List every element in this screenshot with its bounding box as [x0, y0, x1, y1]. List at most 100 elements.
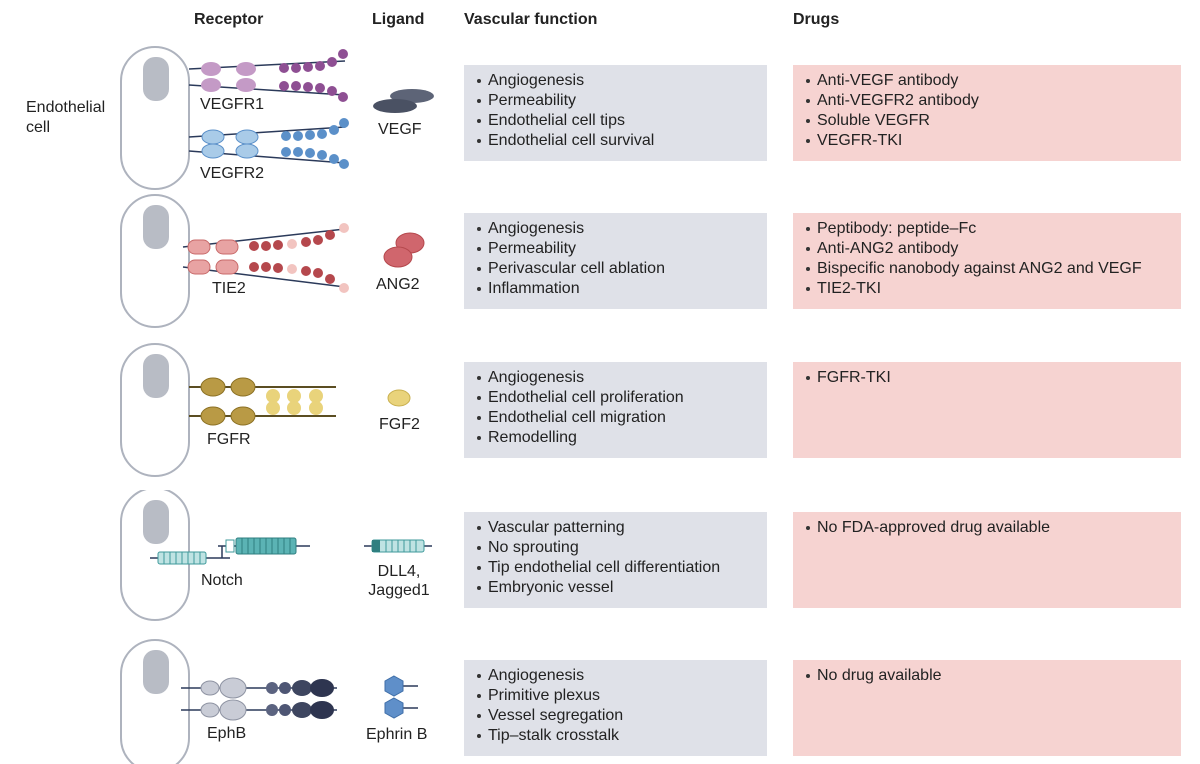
drug-box: No drug available [793, 660, 1181, 756]
function-item: Tip endothelial cell differentiation [476, 558, 757, 578]
drug-item: Anti-ANG2 antibody [805, 239, 1173, 259]
receptor-label-notch: Notch [201, 572, 243, 589]
vegfr1-domain [236, 78, 256, 92]
function-item: Angiogenesis [476, 219, 757, 239]
cell-nucleus [143, 205, 169, 249]
function-item: Endothelial cell migration [476, 408, 757, 428]
header-ligand: Ligand [372, 11, 425, 28]
vegfr2-domain [235, 143, 259, 159]
function-item: Inflammation [476, 279, 757, 299]
drug-item: No FDA-approved drug available [805, 518, 1173, 538]
header-vascular-function: Vascular function [464, 11, 598, 28]
drug-item: Anti-VEGF antibody [805, 71, 1173, 91]
vegf-ligand-shape [373, 99, 417, 113]
ligand-label-vegf: VEGF [378, 121, 422, 138]
function-item: Permeability [476, 239, 757, 259]
fgf2-ligand-shape [387, 389, 411, 407]
drug-item: No drug available [805, 666, 1173, 686]
tie2-domain [215, 239, 239, 255]
function-box: Vascular patterning No sprouting Tip end… [464, 512, 767, 608]
endothelial-cell-shape [120, 639, 190, 764]
cell-nucleus [143, 57, 169, 101]
row-fgfr: FGFR FGF2 Angiogenesis Endothelial cell … [0, 342, 1200, 492]
function-item: Angiogenesis [476, 666, 757, 686]
vegfr1-domain [236, 62, 256, 76]
notch-illustration [120, 490, 432, 621]
ligand-label-line: Jagged1 [368, 582, 430, 599]
function-item: Embryonic vessel [476, 578, 757, 598]
drug-item: FGFR-TKI [805, 368, 1173, 388]
endothelial-cell-shape [120, 46, 190, 190]
function-item: No sprouting [476, 538, 757, 558]
tie2-domain [187, 239, 211, 255]
ephb-domain [219, 677, 247, 699]
receptor-label-vegfr1: VEGFR1 [200, 96, 265, 113]
receptor-label-vegfr2: VEGFR2 [200, 165, 265, 182]
endothelial-cell-label: Endothelial cell [26, 99, 106, 136]
tie2-domain [215, 259, 239, 275]
function-item: Perivascular cell ablation [476, 259, 757, 279]
row-tie2: TIE2 ANG2 Angiogenesis Permeability Peri… [0, 193, 1200, 343]
receptor-label-tie2: TIE2 [212, 280, 246, 297]
ligand-label-ephrin-b: Ephrin B [366, 726, 428, 743]
notch-domain [225, 539, 235, 553]
vegfr1-domain [201, 78, 221, 92]
drug-box: Peptibody: peptide–Fc Anti-ANG2 antibody… [793, 213, 1181, 309]
ang2-ligand-shape [383, 246, 413, 268]
function-item: Vessel segregation [476, 706, 757, 726]
drug-box: Anti-VEGF antibody Anti-VEGFR2 antibody … [793, 65, 1181, 161]
function-item: Angiogenesis [476, 71, 757, 91]
function-box: Angiogenesis Endothelial cell proliferat… [464, 362, 767, 458]
tie2-domain [187, 259, 211, 275]
ligand-label-fgf2: FGF2 [379, 416, 420, 433]
drug-item: Peptibody: peptide–Fc [805, 219, 1173, 239]
vegfr2-domain [201, 129, 225, 145]
cell-nucleus [143, 650, 169, 694]
ephb-domain [200, 680, 220, 696]
function-item: Angiogenesis [476, 368, 757, 388]
header-receptor: Receptor [194, 11, 264, 28]
receptor-label-ephb: EphB [207, 725, 247, 742]
fgfr-domain [230, 377, 256, 397]
endothelial-cell-shape [120, 343, 190, 477]
endothelial-cell-shape [120, 194, 190, 328]
ephb-domain [219, 699, 247, 721]
function-box: Angiogenesis Permeability Endothelial ce… [464, 65, 767, 161]
cell-nucleus [143, 354, 169, 398]
function-item: Tip–stalk crosstalk [476, 726, 757, 746]
function-box: Angiogenesis Primitive plexus Vessel seg… [464, 660, 767, 756]
fgfr-illustration [120, 343, 411, 477]
ligand-label-ang2: ANG2 [376, 276, 420, 293]
drug-item: Bispecific nanobody against ANG2 and VEG… [805, 259, 1173, 279]
row-ephb: EphB Ephrin B Angiogenesis Primitive ple… [0, 634, 1200, 764]
vegfr2-domain [235, 129, 259, 145]
ephrin-b-ligand-shape [384, 697, 404, 719]
ligand-label-line: DLL4, [377, 563, 421, 580]
vegfr-illustration [120, 46, 434, 190]
drug-item: Soluble VEGFR [805, 111, 1173, 131]
ligand-label-dll4: DLL4, Jagged1 [366, 562, 432, 600]
drug-item: Anti-VEGFR2 antibody [805, 91, 1173, 111]
drug-box: FGFR-TKI [793, 362, 1181, 458]
ephb-illustration [120, 639, 418, 764]
function-item: Vascular patterning [476, 518, 757, 538]
row-vegfr: VEGFR1 VEGFR2 VEGF Angiogenesis Permeabi… [0, 45, 1200, 195]
drug-item: TIE2-TKI [805, 279, 1173, 299]
receptor-label-fgfr: FGFR [207, 431, 251, 448]
function-item: Primitive plexus [476, 686, 757, 706]
row-notch: Notch DLL4, Jagged1 Vascular patterning … [0, 490, 1200, 640]
header-drugs: Drugs [793, 11, 840, 28]
function-item: Endothelial cell survival [476, 131, 757, 151]
vegfr2-domain [201, 143, 225, 159]
ephrin-b-ligand-shape [384, 675, 404, 697]
fgfr-domain [200, 377, 226, 397]
fgfr-domain [200, 406, 226, 426]
function-item: Endothelial cell tips [476, 111, 757, 131]
function-item: Permeability [476, 91, 757, 111]
function-item: Remodelling [476, 428, 757, 448]
ephb-domain [200, 702, 220, 718]
fgfr-domain [230, 406, 256, 426]
tie2-illustration [120, 194, 425, 328]
drug-item: VEGFR-TKI [805, 131, 1173, 151]
cell-nucleus [143, 500, 169, 544]
